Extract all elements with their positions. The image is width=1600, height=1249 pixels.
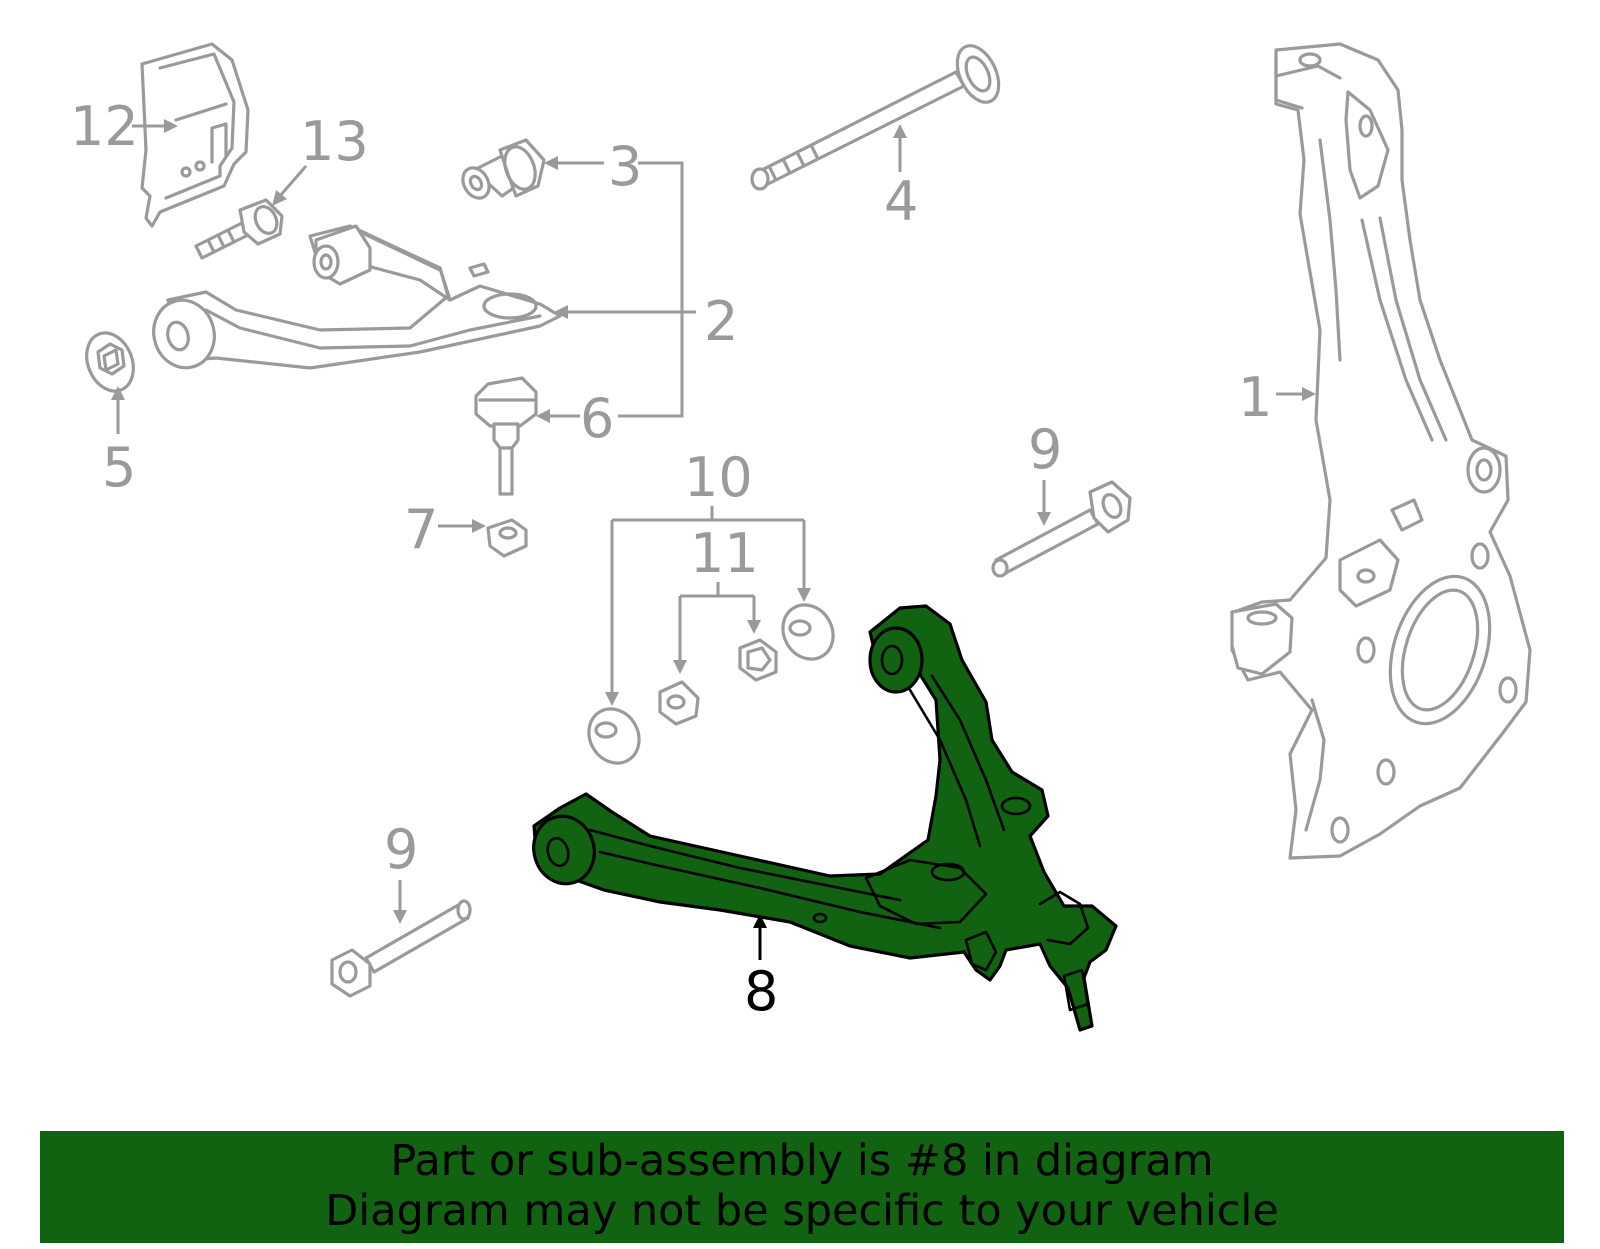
part-7-nut <box>486 518 528 558</box>
part-11-nut-left <box>658 680 700 726</box>
callout-13: 13 <box>300 110 369 173</box>
part-10-washer-right <box>781 603 835 661</box>
callout-5: 5 <box>102 436 136 499</box>
part-9-bolt-upper <box>991 480 1132 578</box>
part-3-bushing <box>461 138 546 200</box>
callout-2: 2 <box>704 290 738 353</box>
part-6-ball-joint <box>474 376 538 496</box>
callout-10: 10 <box>684 446 753 509</box>
callout-3: 3 <box>608 135 642 198</box>
part-11-nut-right <box>738 638 778 682</box>
banner-line-1: Part or sub-assembly is #8 in diagram <box>390 1136 1214 1186</box>
callout-6: 6 <box>580 387 614 450</box>
callout-7: 7 <box>404 498 438 561</box>
part-12-shield-bracket <box>140 42 250 228</box>
part-4-long-bolt <box>750 44 1001 191</box>
parts-diagram: 12 13 3 4 2 6 5 7 10 11 9 9 1 8 <box>70 42 1532 1032</box>
callout-1: 1 <box>1238 366 1272 429</box>
leader-lines <box>111 119 1316 960</box>
callout-9-upper: 9 <box>1028 418 1062 481</box>
callout-12: 12 <box>70 95 139 158</box>
part-5-nut-washer <box>85 331 135 393</box>
banner-line-2: Diagram may not be specific to your vehi… <box>325 1186 1279 1236</box>
part-1-steering-knuckle <box>1230 42 1532 860</box>
callout-labels: 12 13 3 4 2 6 5 7 10 11 9 9 1 8 <box>70 95 1272 1023</box>
part-8-lower-control-arm <box>532 604 1118 1032</box>
info-banner: Part or sub-assembly is #8 in diagram Di… <box>40 1131 1564 1243</box>
part-10-washer-left <box>587 707 641 765</box>
callout-9-lower: 9 <box>384 818 418 881</box>
part-13-bolt <box>194 198 284 260</box>
part-2-upper-control-arm <box>152 224 562 370</box>
callout-8: 8 <box>744 960 778 1023</box>
callout-4: 4 <box>884 170 918 233</box>
part-9-bolt-lower <box>330 899 472 998</box>
callout-11: 11 <box>690 522 759 585</box>
